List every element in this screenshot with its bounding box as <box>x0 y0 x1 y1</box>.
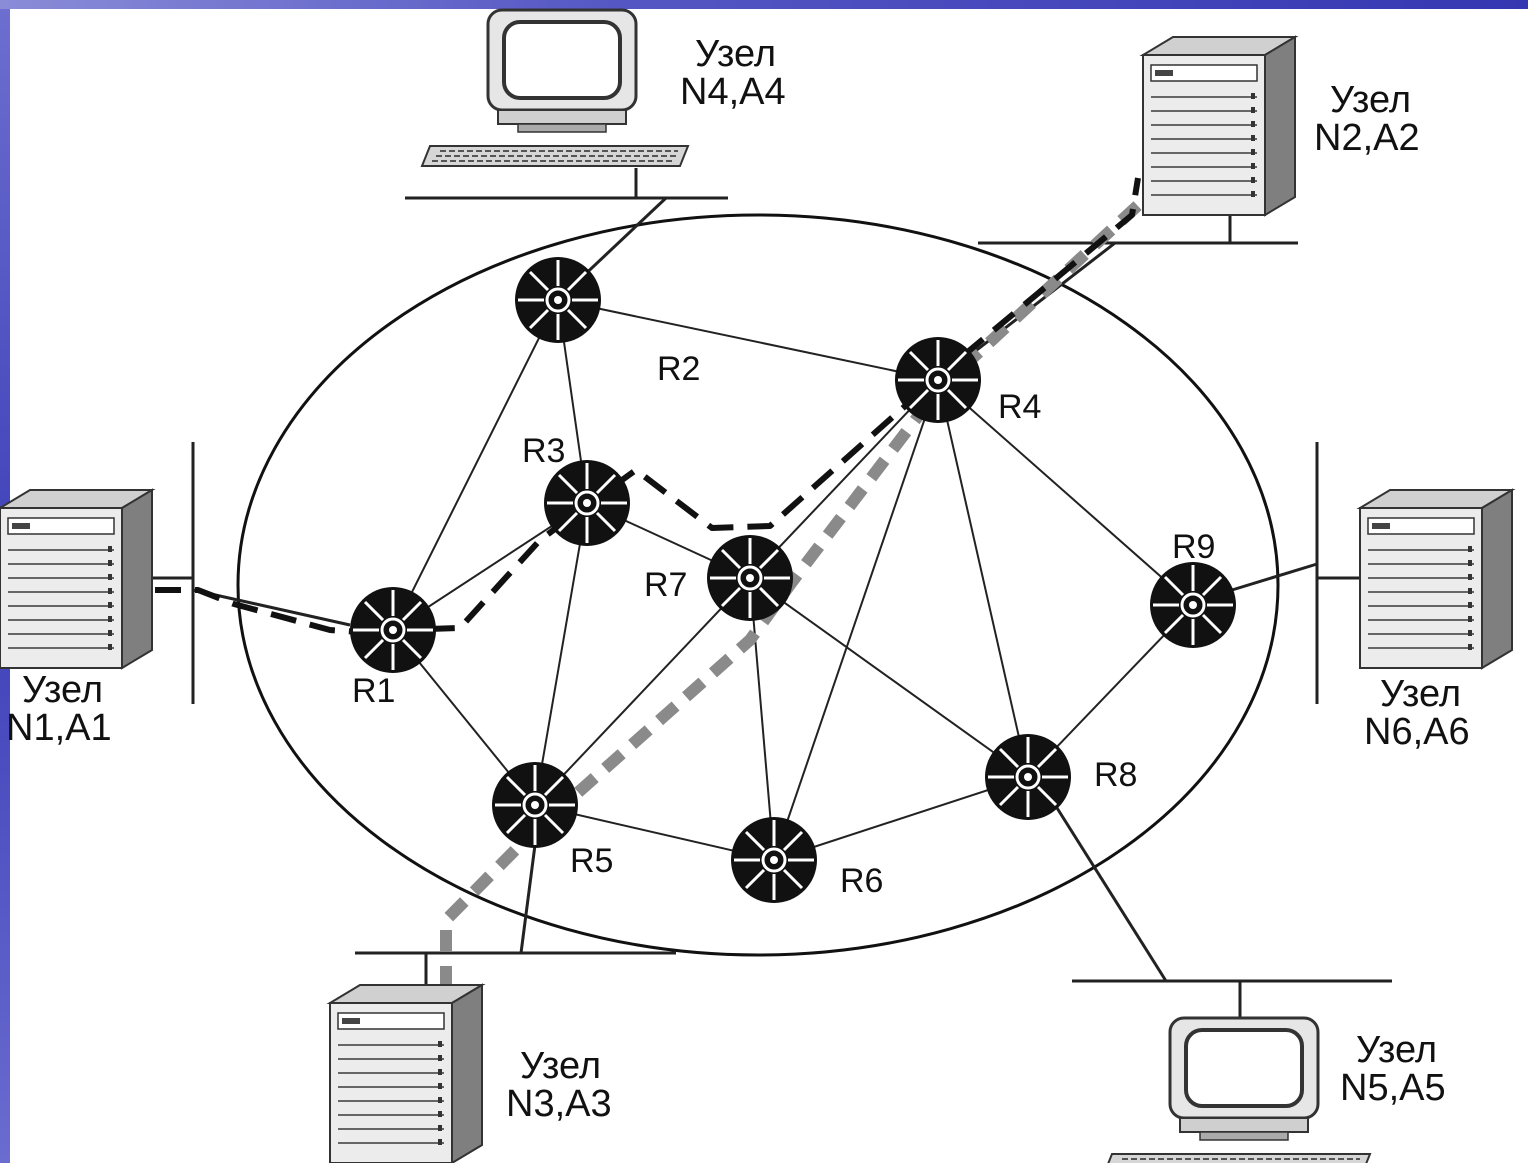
node-label-n4-line2: N4,A4 <box>680 71 786 113</box>
server-icon <box>1359 489 1513 669</box>
slide-frame-top <box>0 0 1528 9</box>
uplink-n6 <box>1231 562 1318 592</box>
router-label-r7: R7 <box>644 566 687 604</box>
network-boundary-ellipse <box>236 213 1280 957</box>
workstation-icon <box>420 8 690 168</box>
link-r2-r1 <box>392 299 559 631</box>
link-r5-r7 <box>534 577 751 806</box>
link-r7-r6 <box>749 577 775 861</box>
node-label-n3-line2: N3,A3 <box>506 1083 612 1125</box>
uplink-n5 <box>1050 799 1168 982</box>
router-label-r5: R5 <box>570 842 613 880</box>
link-r2-r4 <box>557 299 939 381</box>
link-r4-r6 <box>773 379 939 861</box>
router-r2-icon <box>513 255 603 345</box>
uplink-n3 <box>519 844 537 954</box>
node-labels: Узел N4,A4 Узел N2,A2 Узел N1,A1 Узел N6… <box>6 33 1470 1125</box>
router-label-r8: R8 <box>1094 756 1137 794</box>
link-r4-r9 <box>937 379 1194 606</box>
router-r1-icon <box>348 585 438 675</box>
router-label-r1: R1 <box>352 672 395 710</box>
router-r4-icon <box>893 335 983 425</box>
link-r6-r8 <box>773 776 1029 861</box>
node-label-n6-line1: Узел <box>1380 673 1461 715</box>
router-label-r6: R6 <box>840 862 883 900</box>
link-r4-r7 <box>749 379 939 579</box>
node-label-n1-line2: N1,A1 <box>6 707 112 749</box>
link-r7-r8 <box>749 577 1029 778</box>
node-label-n5-line2: N5,A5 <box>1340 1067 1446 1109</box>
router-r8-icon <box>983 732 1073 822</box>
link-r3-r5 <box>534 502 588 806</box>
workstation-icon <box>1102 1016 1372 1163</box>
node-label-n6-line2: N6,A6 <box>1364 711 1470 753</box>
node-label-n4-line1: Узел <box>695 33 776 75</box>
node-label-n1-line1: Узел <box>22 669 103 711</box>
route-black-dashed <box>155 177 1141 635</box>
server-icon <box>1142 36 1296 216</box>
router-r5-icon <box>490 760 580 850</box>
router-label-r4: R4 <box>998 388 1041 426</box>
node-label-n5-line1: Узел <box>1356 1029 1437 1071</box>
router-r6-icon <box>729 815 819 905</box>
router-r7-icon <box>705 533 795 623</box>
node-label-n3-line1: Узел <box>520 1045 601 1087</box>
router-r3-icon <box>542 458 632 548</box>
server-icon <box>329 984 483 1163</box>
node-label-n2-line2: N2,A2 <box>1314 117 1420 159</box>
server-icon <box>0 489 153 669</box>
router-label-r2: R2 <box>657 350 700 388</box>
router-label-r3: R3 <box>522 432 565 470</box>
node-label-n2-line1: Узел <box>1330 79 1411 121</box>
router-label-r9: R9 <box>1172 528 1215 566</box>
link-r4-r8 <box>937 379 1029 778</box>
router-r9-icon <box>1148 560 1238 650</box>
